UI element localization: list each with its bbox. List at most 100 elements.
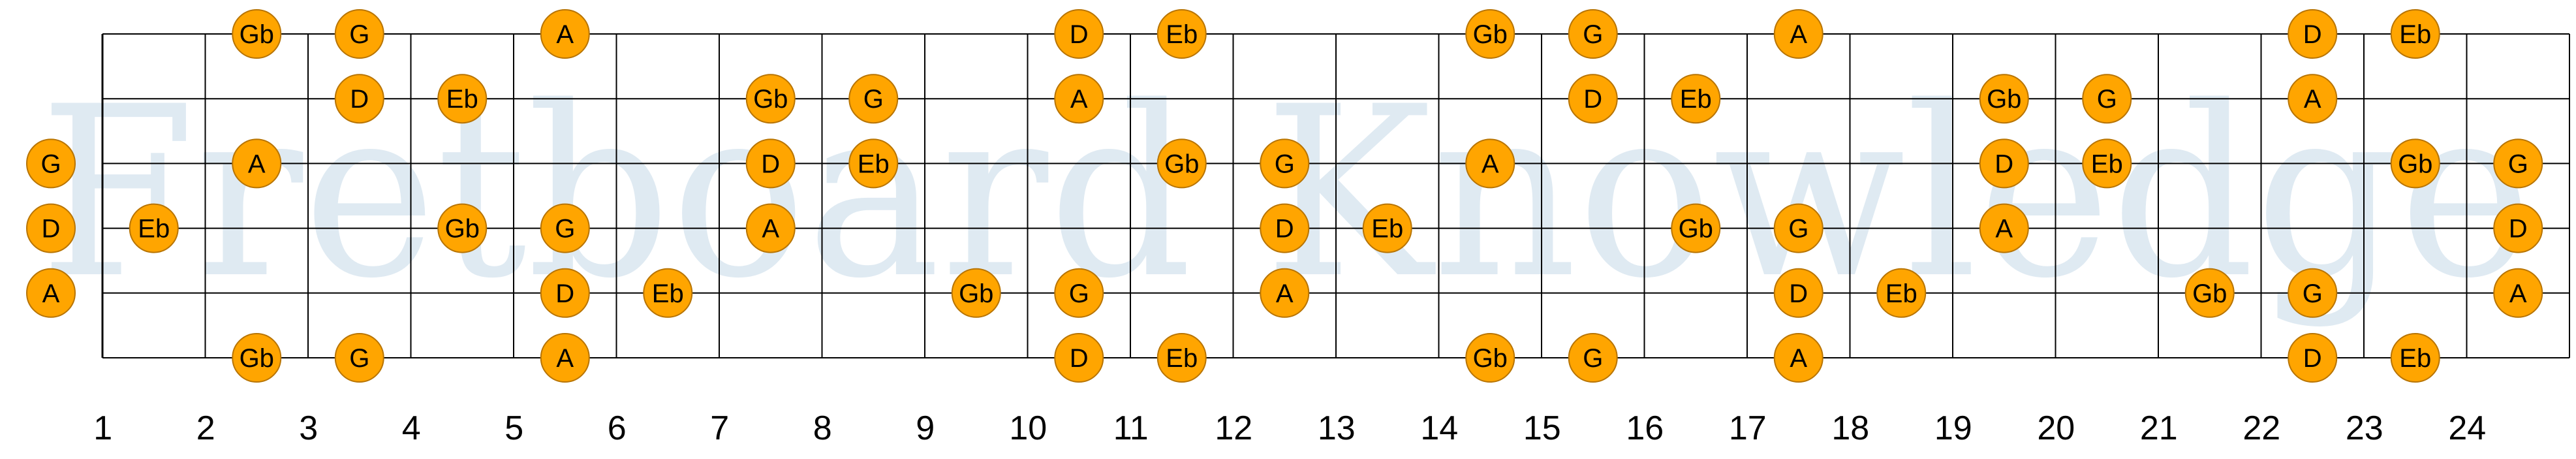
- note-marker: A: [26, 268, 76, 318]
- note-marker: Gb: [2184, 268, 2235, 318]
- note-label: Gb: [240, 344, 274, 373]
- note-label: G: [1275, 150, 1295, 178]
- note-label: G: [349, 20, 369, 49]
- note-circle: [2390, 9, 2440, 59]
- note-label: Eb: [652, 279, 684, 308]
- note-circle: [1362, 203, 1412, 253]
- note-label: Gb: [1164, 150, 1199, 178]
- fret-number: 10: [1009, 409, 1047, 447]
- note-circle: [232, 333, 282, 383]
- note-marker: Eb: [437, 74, 488, 124]
- note-label: D: [1583, 85, 1602, 114]
- note-marker: D: [1054, 333, 1104, 383]
- fret-number: 5: [504, 409, 523, 447]
- note-marker: Eb: [2390, 333, 2440, 383]
- note-circle: [2082, 138, 2132, 189]
- note-circle: [540, 268, 590, 318]
- note-label: G: [2097, 85, 2117, 114]
- note-circle: [1876, 268, 1927, 318]
- note-circle: [1671, 74, 1721, 124]
- note-marker: A: [540, 9, 590, 59]
- note-circle: [1979, 203, 2029, 253]
- note-marker: A: [2288, 74, 2338, 124]
- note-circle: [1054, 333, 1104, 383]
- note-label: Eb: [858, 150, 890, 178]
- note-marker: G: [334, 9, 384, 59]
- note-label: Eb: [1680, 85, 1712, 114]
- note-label: G: [1583, 344, 1603, 373]
- note-label: G: [863, 85, 884, 114]
- note-label: G: [349, 344, 369, 373]
- note-circle: [1568, 74, 1618, 124]
- note-label: Gb: [1473, 20, 1508, 49]
- note-circle: [1156, 9, 1207, 59]
- note-circle: [1773, 333, 1823, 383]
- note-marker: Eb: [2082, 138, 2132, 189]
- note-circle: [26, 203, 76, 253]
- note-circle: [745, 74, 796, 124]
- note-marker: Eb: [2390, 9, 2440, 59]
- note-marker: G: [2082, 74, 2132, 124]
- note-marker: G: [2493, 138, 2543, 189]
- fret-number: 14: [1420, 409, 1458, 447]
- note-circle: [1979, 74, 2029, 124]
- note-marker: Gb: [437, 203, 488, 253]
- note-circle: [437, 203, 488, 253]
- note-marker: G: [1773, 203, 1823, 253]
- note-label: D: [350, 85, 369, 114]
- note-label: D: [1994, 150, 2013, 178]
- note-marker: D: [1260, 203, 1310, 253]
- note-marker: Gb: [1671, 203, 1721, 253]
- fret-number: 19: [1934, 409, 1972, 447]
- note-label: Gb: [753, 85, 788, 114]
- note-marker: G: [540, 203, 590, 253]
- note-circle: [1773, 9, 1823, 59]
- note-label: Eb: [1166, 344, 1198, 373]
- note-circle: [334, 333, 384, 383]
- note-label: A: [42, 279, 60, 308]
- note-marker: Eb: [1362, 203, 1412, 253]
- note-marker: Gb: [1156, 138, 1207, 189]
- fret-number: 20: [2037, 409, 2075, 447]
- note-label: G: [2303, 279, 2323, 308]
- note-label: G: [1583, 20, 1603, 49]
- note-label: Gb: [1679, 215, 1713, 244]
- note-circle: [2082, 74, 2132, 124]
- note-label: Eb: [1371, 215, 1403, 244]
- note-marker: Eb: [1876, 268, 1927, 318]
- note-circle: [129, 203, 179, 253]
- note-label: G: [2508, 150, 2528, 178]
- note-label: Eb: [138, 215, 170, 244]
- fret-number: 24: [2448, 409, 2486, 447]
- fret-number: 18: [1831, 409, 1869, 447]
- note-marker: G: [1568, 9, 1618, 59]
- note-label: A: [2304, 85, 2321, 114]
- note-marker: D: [2493, 203, 2543, 253]
- note-circle: [26, 268, 76, 318]
- note-label: D: [555, 279, 574, 308]
- note-circle: [2390, 333, 2440, 383]
- note-label: A: [2509, 279, 2527, 308]
- note-circle: [540, 203, 590, 253]
- note-circle: [745, 203, 796, 253]
- note-circle: [1773, 203, 1823, 253]
- note-circle: [334, 74, 384, 124]
- note-marker: G: [1054, 268, 1104, 318]
- note-marker: Eb: [848, 138, 899, 189]
- note-label: A: [556, 20, 574, 49]
- note-label: G: [1788, 215, 1808, 244]
- note-label: A: [1482, 150, 1499, 178]
- note-circle: [540, 333, 590, 383]
- note-label: D: [2509, 215, 2528, 244]
- note-marker: A: [1773, 9, 1823, 59]
- note-marker: Gb: [232, 333, 282, 383]
- fret-number: 15: [1523, 409, 1561, 447]
- note-label: Eb: [2091, 150, 2123, 178]
- note-circle: [1465, 138, 1515, 189]
- note-marker: A: [1465, 138, 1515, 189]
- note-circle: [951, 268, 1001, 318]
- note-circle: [2288, 74, 2338, 124]
- note-circle: [2288, 333, 2338, 383]
- note-circle: [1054, 268, 1104, 318]
